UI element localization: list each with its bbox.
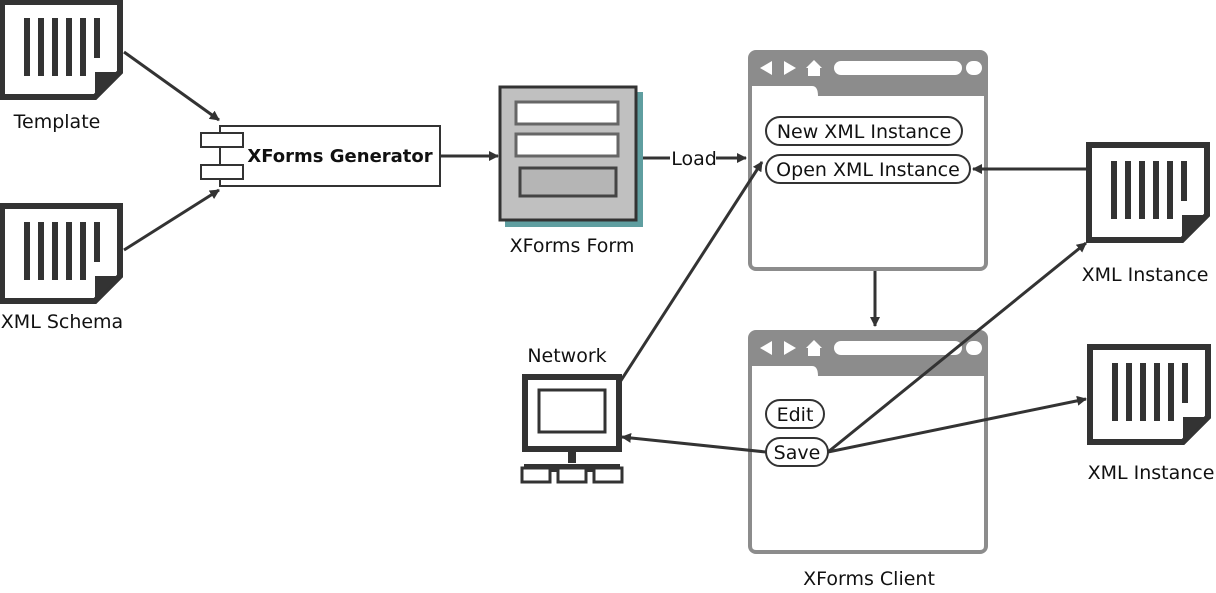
template-document-icon	[0, 0, 123, 100]
edit-button[interactable]: Edit	[765, 399, 825, 429]
new-xml-instance-label: New XML Instance	[777, 121, 951, 143]
xforms-generator-component	[200, 125, 441, 187]
arrow-template-to-generator	[123, 50, 220, 122]
arrow-network-to-open	[618, 161, 764, 383]
xforms-generator-label: XForms Generator	[247, 146, 432, 167]
open-xml-instance-label: Open XML Instance	[776, 159, 960, 181]
xforms-form-icon	[498, 85, 643, 227]
save-button[interactable]: Save	[765, 437, 829, 467]
back-arrow-icon	[760, 341, 772, 355]
arrow-save-to-network	[621, 432, 767, 454]
home-icon	[806, 340, 822, 356]
address-bar	[834, 61, 962, 75]
xml-schema-label: XML Schema	[1, 311, 123, 333]
save-label: Save	[774, 442, 821, 464]
arrow-save-to-instance-2	[827, 395, 1087, 454]
arrow-schema-to-generator	[123, 188, 220, 252]
xml-instance-label-1: XML Instance	[1082, 264, 1209, 286]
xforms-form-label: XForms Form	[510, 235, 635, 257]
network-computer-icon	[520, 374, 624, 484]
arrow-save-to-instance-1	[827, 241, 1087, 454]
template-label: Template	[13, 111, 101, 133]
xml-instance-label-2: XML Instance	[1088, 462, 1215, 484]
home-icon	[806, 60, 822, 76]
xforms-client-label: XForms Client	[803, 568, 935, 590]
open-xml-instance-button[interactable]: Open XML Instance	[765, 154, 971, 184]
xml-schema-document-icon	[0, 203, 123, 304]
forward-arrow-icon	[784, 61, 796, 75]
edit-label: Edit	[777, 404, 814, 426]
network-label: Network	[527, 345, 606, 367]
connectors	[123, 50, 1087, 454]
xml-instance-document-icon	[1086, 142, 1210, 243]
back-arrow-icon	[760, 61, 772, 75]
load-label: Load	[671, 148, 717, 170]
forward-arrow-icon	[784, 341, 796, 355]
address-bar	[834, 341, 962, 355]
new-xml-instance-button[interactable]: New XML Instance	[765, 116, 963, 146]
xml-instance-document-icon	[1087, 344, 1211, 445]
